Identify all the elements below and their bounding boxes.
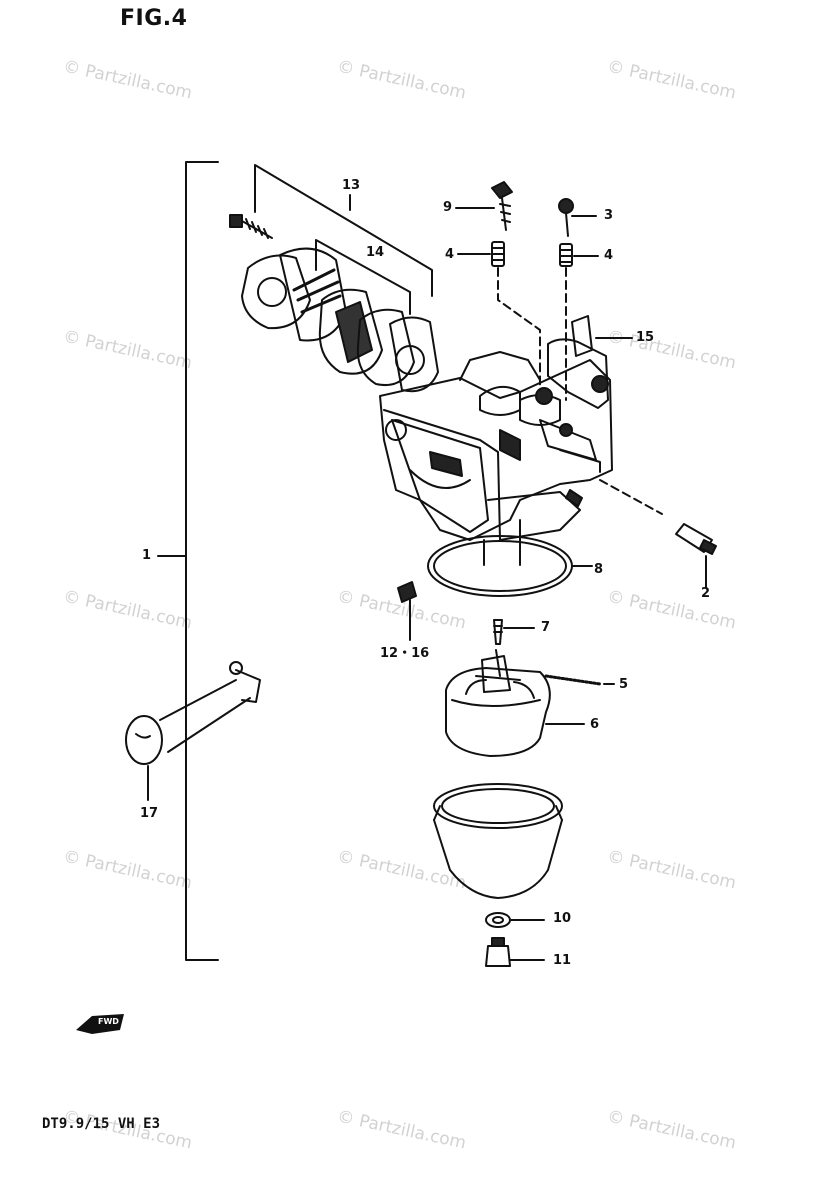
callout-2: 2 [701,586,711,601]
callout-14: 14 [366,245,385,260]
choke-knob-rod [125,661,261,765]
idle-screw [491,181,513,231]
drain-screw-2 [675,523,717,555]
float-pin [544,674,602,686]
figure-title: FIG.4 [120,6,188,31]
callout-17: 17 [140,806,159,821]
fwd-label: FWD [98,1017,119,1026]
callout-13: 13 [342,178,361,193]
spring-right [559,243,573,267]
callout-6: 6 [590,717,600,732]
callout-4: 4 [604,248,614,263]
callout-5: 5 [619,677,629,692]
float [445,649,551,757]
float-bowl [433,783,563,899]
spring-left [491,241,505,267]
callout-1: 1 [142,548,152,563]
forward-arrow-icon [76,1014,124,1034]
callout-4: 4 [445,247,455,262]
bracket-13 [254,164,433,297]
pump-screw [229,214,273,239]
bracket-14 [315,239,411,315]
callout-15: 15 [636,330,655,345]
drain-plug [485,937,511,967]
float-bowl-gasket [427,535,573,597]
callout-12-16: 12・16 [380,646,430,661]
callout-8: 8 [594,562,604,577]
callout-3: 3 [604,208,614,223]
callout-9: 9 [443,200,453,215]
pilot-screw [558,198,574,237]
callout-11: 11 [553,953,572,968]
needle-valve [493,619,503,645]
callout-10: 10 [553,911,572,926]
callout-7: 7 [541,620,551,635]
assembly-bracket [185,161,219,961]
fuel-pump-diaphragm-set [241,247,439,393]
carburetor-body [379,351,613,566]
main-jet [397,581,417,603]
model-code: DT9.9/15 VH E3 [42,1116,161,1132]
choke-lever [547,315,609,409]
drain-washer [485,912,511,928]
